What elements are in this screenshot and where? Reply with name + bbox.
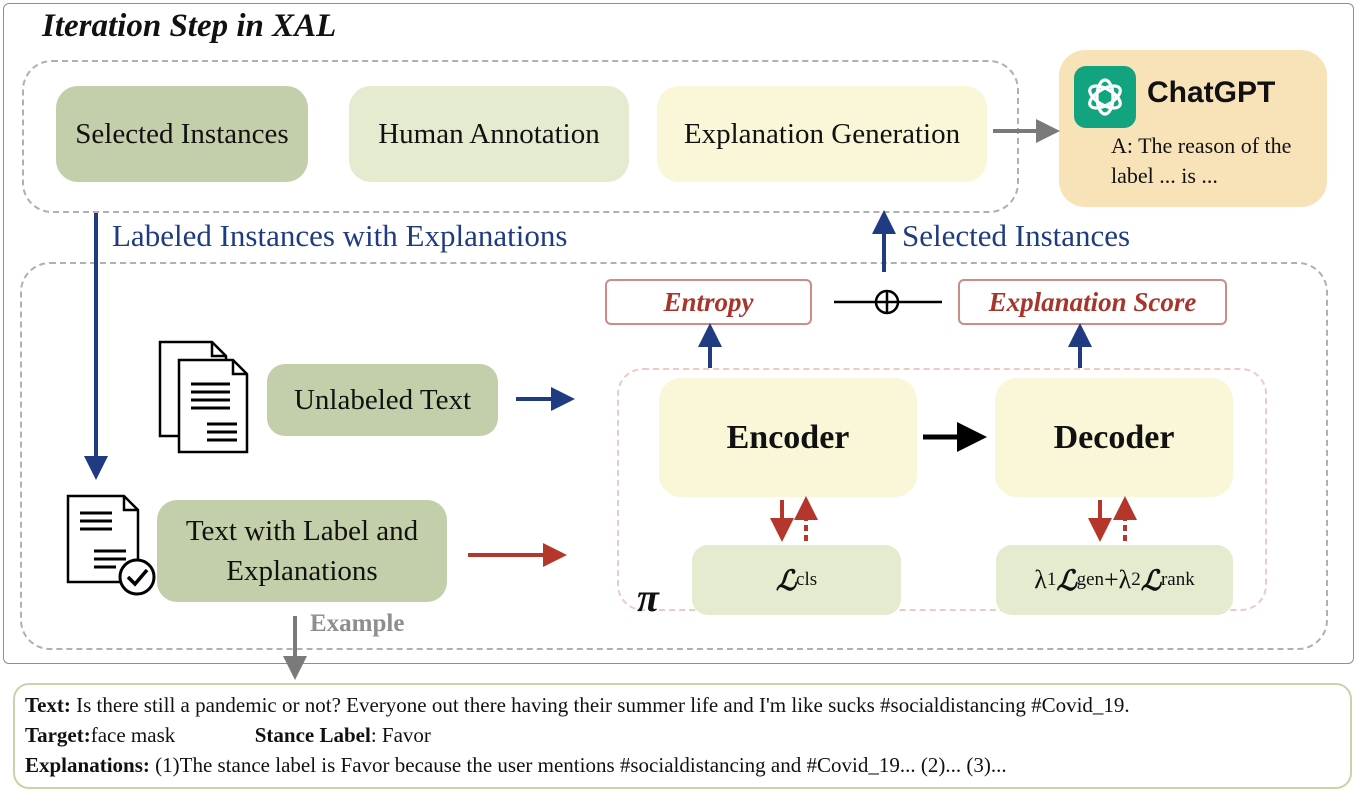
model-region <box>617 368 1267 611</box>
example-text-key: Text: <box>25 693 71 717</box>
unlabeled-text-box: Unlabeled Text <box>267 364 498 436</box>
selected-instances-box: Selected Instances <box>56 86 308 182</box>
text-with-label-box: Text with Label and Explanations <box>157 500 447 602</box>
example-stance-key: Stance Label <box>254 723 371 747</box>
loss-subscript: gen <box>1076 569 1104 590</box>
loss-symbol: ℒ <box>775 563 797 597</box>
example-panel: Text: Is there still a pandemic or not? … <box>13 683 1352 789</box>
chatgpt-logo-icon <box>1074 66 1136 128</box>
iteration-panel <box>3 3 1354 664</box>
lambda-subscript: 1 <box>1046 569 1057 590</box>
diagram-title: Iteration Step in XAL <box>42 8 337 44</box>
plus-sign: + <box>1104 565 1119 594</box>
decoder-box: Decoder <box>995 378 1233 497</box>
policy-symbol: π <box>637 575 659 620</box>
example-explanations-value: (1)The stance label is Favor because the… <box>149 753 1007 777</box>
chatgpt-name: ChatGPT <box>1147 76 1276 109</box>
loss-symbol: ℒ <box>1140 563 1161 597</box>
example-target-key: Target: <box>25 723 91 747</box>
training-stage-region <box>20 262 1328 650</box>
selected-instances-label: Selected Instances <box>902 218 1131 253</box>
example-target-value: face mask <box>90 723 176 747</box>
lambda-symbol: λ <box>1118 565 1132 594</box>
loss-subscript: cls <box>796 569 818 590</box>
loss-subscript: rank <box>1160 569 1195 590</box>
encoder-box: Encoder <box>659 378 917 497</box>
annotation-stage-region <box>22 60 1019 213</box>
checked-document-icon <box>66 494 156 596</box>
lambda-symbol: λ <box>1034 565 1047 594</box>
example-explanations-row: Explanations: (1)The stance label is Fav… <box>25 750 1350 780</box>
example-text-row: Text: Is there still a pandemic or not? … <box>25 690 1350 720</box>
human-annotation-box: Human Annotation <box>349 86 629 182</box>
explanation-score-box: Explanation Score <box>958 279 1227 325</box>
example-explanations-key: Explanations: <box>25 753 150 777</box>
example-target-row: Target: face mask Stance Label: Favor <box>25 720 1350 750</box>
example-label: Example <box>310 610 405 637</box>
entropy-box: Entropy <box>605 279 812 325</box>
chatgpt-reply: A: The reason of the label ... is ... <box>1111 133 1292 188</box>
explanation-generation-box: Explanation Generation <box>657 86 987 182</box>
example-stance-value: : Favor <box>370 723 431 747</box>
labeled-instances-label: Labeled Instances with Explanations <box>112 218 568 253</box>
circle-plus-icon <box>874 289 900 315</box>
lambda-subscript: 2 <box>1131 569 1141 590</box>
documents-icon <box>158 340 249 454</box>
example-text-value: Is there still a pandemic or not? Everyo… <box>70 693 1130 717</box>
loss-symbol: ℒ <box>1056 563 1077 597</box>
